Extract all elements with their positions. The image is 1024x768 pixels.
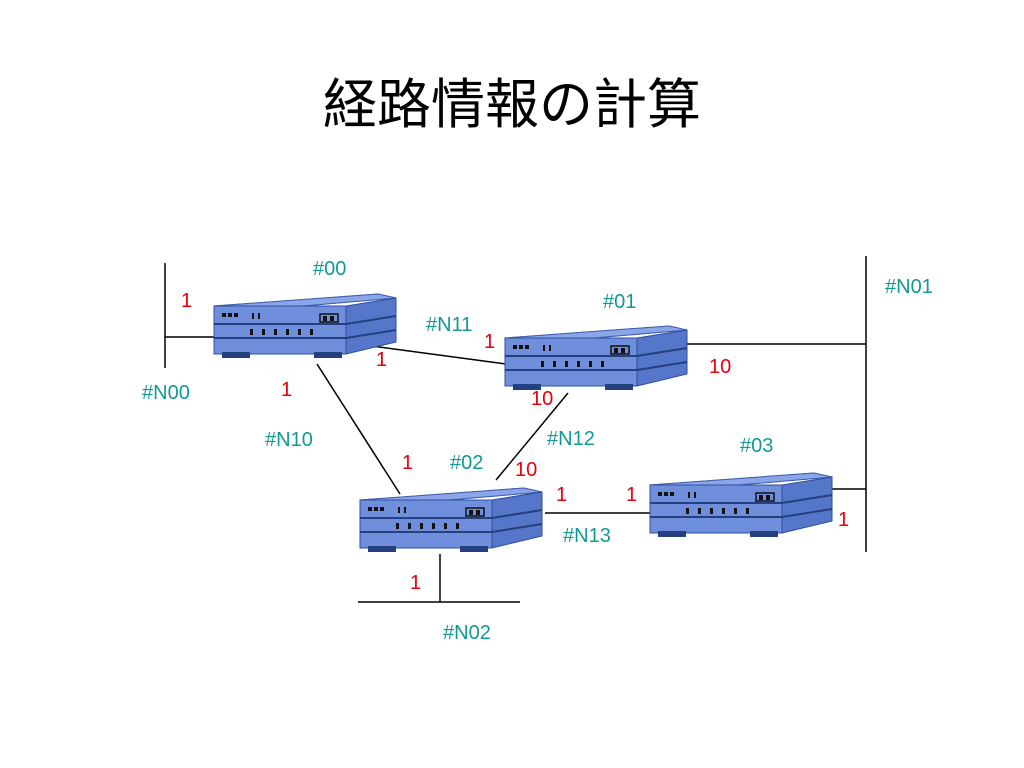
router-03: [649, 472, 833, 538]
cost-r02-n10: 1: [402, 452, 414, 474]
router-00: [213, 293, 397, 359]
router-02: [359, 487, 543, 553]
network-n01: [686, 256, 867, 552]
cost-r01-n11: 1: [484, 331, 496, 353]
network-label-n01: #N01: [885, 276, 933, 298]
network-label-n10: #N10: [265, 429, 313, 451]
page-title: 経路情報の計算: [323, 73, 701, 136]
network-label-n00: #N00: [142, 382, 190, 404]
router-label-02: #02: [450, 452, 484, 474]
router-01: [504, 325, 688, 391]
cost-r03-n13: 1: [626, 484, 638, 506]
link-n12: [495, 392, 569, 481]
network-n02: [358, 554, 520, 603]
cost-r01-n01: 10: [709, 356, 732, 378]
link-n10: [316, 363, 401, 495]
network-label-n13: #N13: [563, 525, 611, 547]
router-label-03: #03: [740, 435, 774, 457]
cost-r02-n13: 1: [556, 484, 568, 506]
cost-r00-n10: 1: [281, 379, 293, 401]
cost-r02-n02: 1: [410, 572, 422, 594]
network-label-n02: #N02: [443, 622, 491, 644]
cost-r02-n12: 10: [515, 459, 538, 481]
network-label-n11: #N11: [426, 314, 473, 336]
cost-r00-n00: 1: [181, 290, 193, 312]
network-label-n12: #N12: [547, 428, 595, 450]
cost-r01-n12: 10: [531, 388, 554, 410]
link-n11: [371, 345, 507, 365]
router-label-01: #01: [603, 291, 637, 313]
cost-r00-n11: 1: [376, 349, 388, 371]
network-n00: [164, 263, 218, 368]
router-label-00: #00: [313, 258, 347, 280]
cost-r03-n01: 1: [838, 509, 850, 531]
